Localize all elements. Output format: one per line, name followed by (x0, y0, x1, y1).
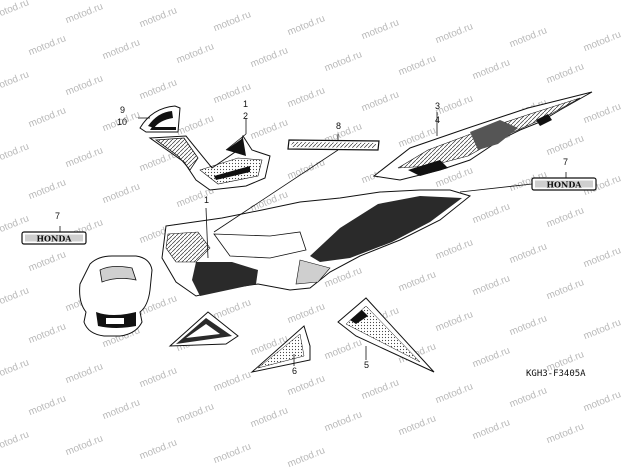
callout-7-left: 7 (55, 211, 61, 221)
leader-lines (59, 112, 567, 366)
triangle-decal-left-part (168, 311, 239, 347)
callout-3: 3 (435, 101, 441, 111)
callout-2: 2 (243, 111, 249, 121)
triangle-decal-5-part (337, 297, 435, 373)
callout-1-left: 1 (204, 195, 210, 205)
front-cover-part (79, 255, 153, 337)
lower-side-cover-part (161, 189, 472, 297)
callout-10: 10 (117, 117, 128, 127)
wing-emblem-part (139, 105, 181, 133)
triangle-decal-6-part (250, 325, 311, 373)
callout-7-right: 7 (563, 157, 569, 167)
honda-emblem-right: HONDA (531, 177, 597, 191)
callout-6: 6 (292, 366, 298, 376)
stripe-8-part (287, 139, 380, 151)
callout-4: 4 (435, 115, 441, 125)
diagram-code: KGH3-F3405A (526, 369, 586, 379)
honda-emblem-left-text: HONDA (37, 234, 73, 244)
side-decal-3-4-part (372, 91, 593, 181)
callout-5: 5 (364, 360, 370, 370)
honda-emblem-right-text: HONDA (547, 180, 583, 190)
honda-emblem-left: HONDA (21, 231, 87, 245)
callout-1-top: 1 (243, 99, 249, 109)
callout-8: 8 (336, 121, 342, 131)
callout-9: 9 (120, 105, 126, 115)
front-side-decal-part (148, 134, 271, 191)
